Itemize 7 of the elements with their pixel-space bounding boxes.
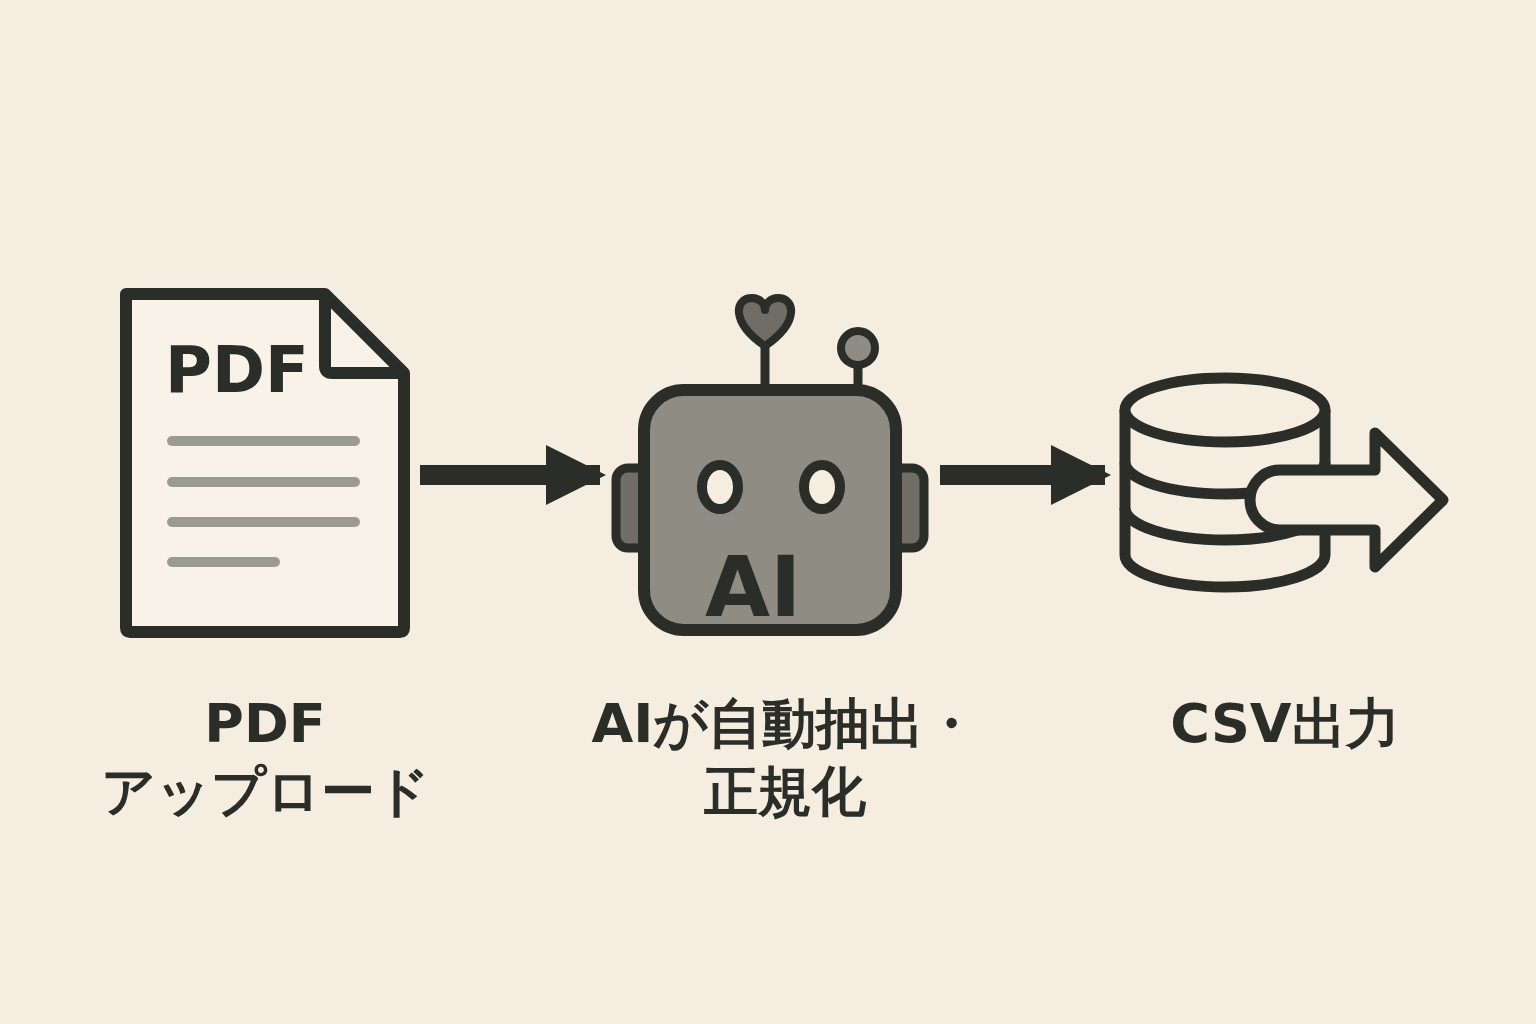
step-caption: AIが自動抽出・正規化 <box>590 691 980 825</box>
step-caption: CSV出力 <box>1169 691 1401 757</box>
arrow <box>420 445 606 505</box>
step-caption: PDF アップロード <box>99 691 431 825</box>
icon-label: PDF <box>165 338 309 402</box>
arrow <box>940 445 1111 505</box>
icon-label: AI <box>705 545 802 629</box>
